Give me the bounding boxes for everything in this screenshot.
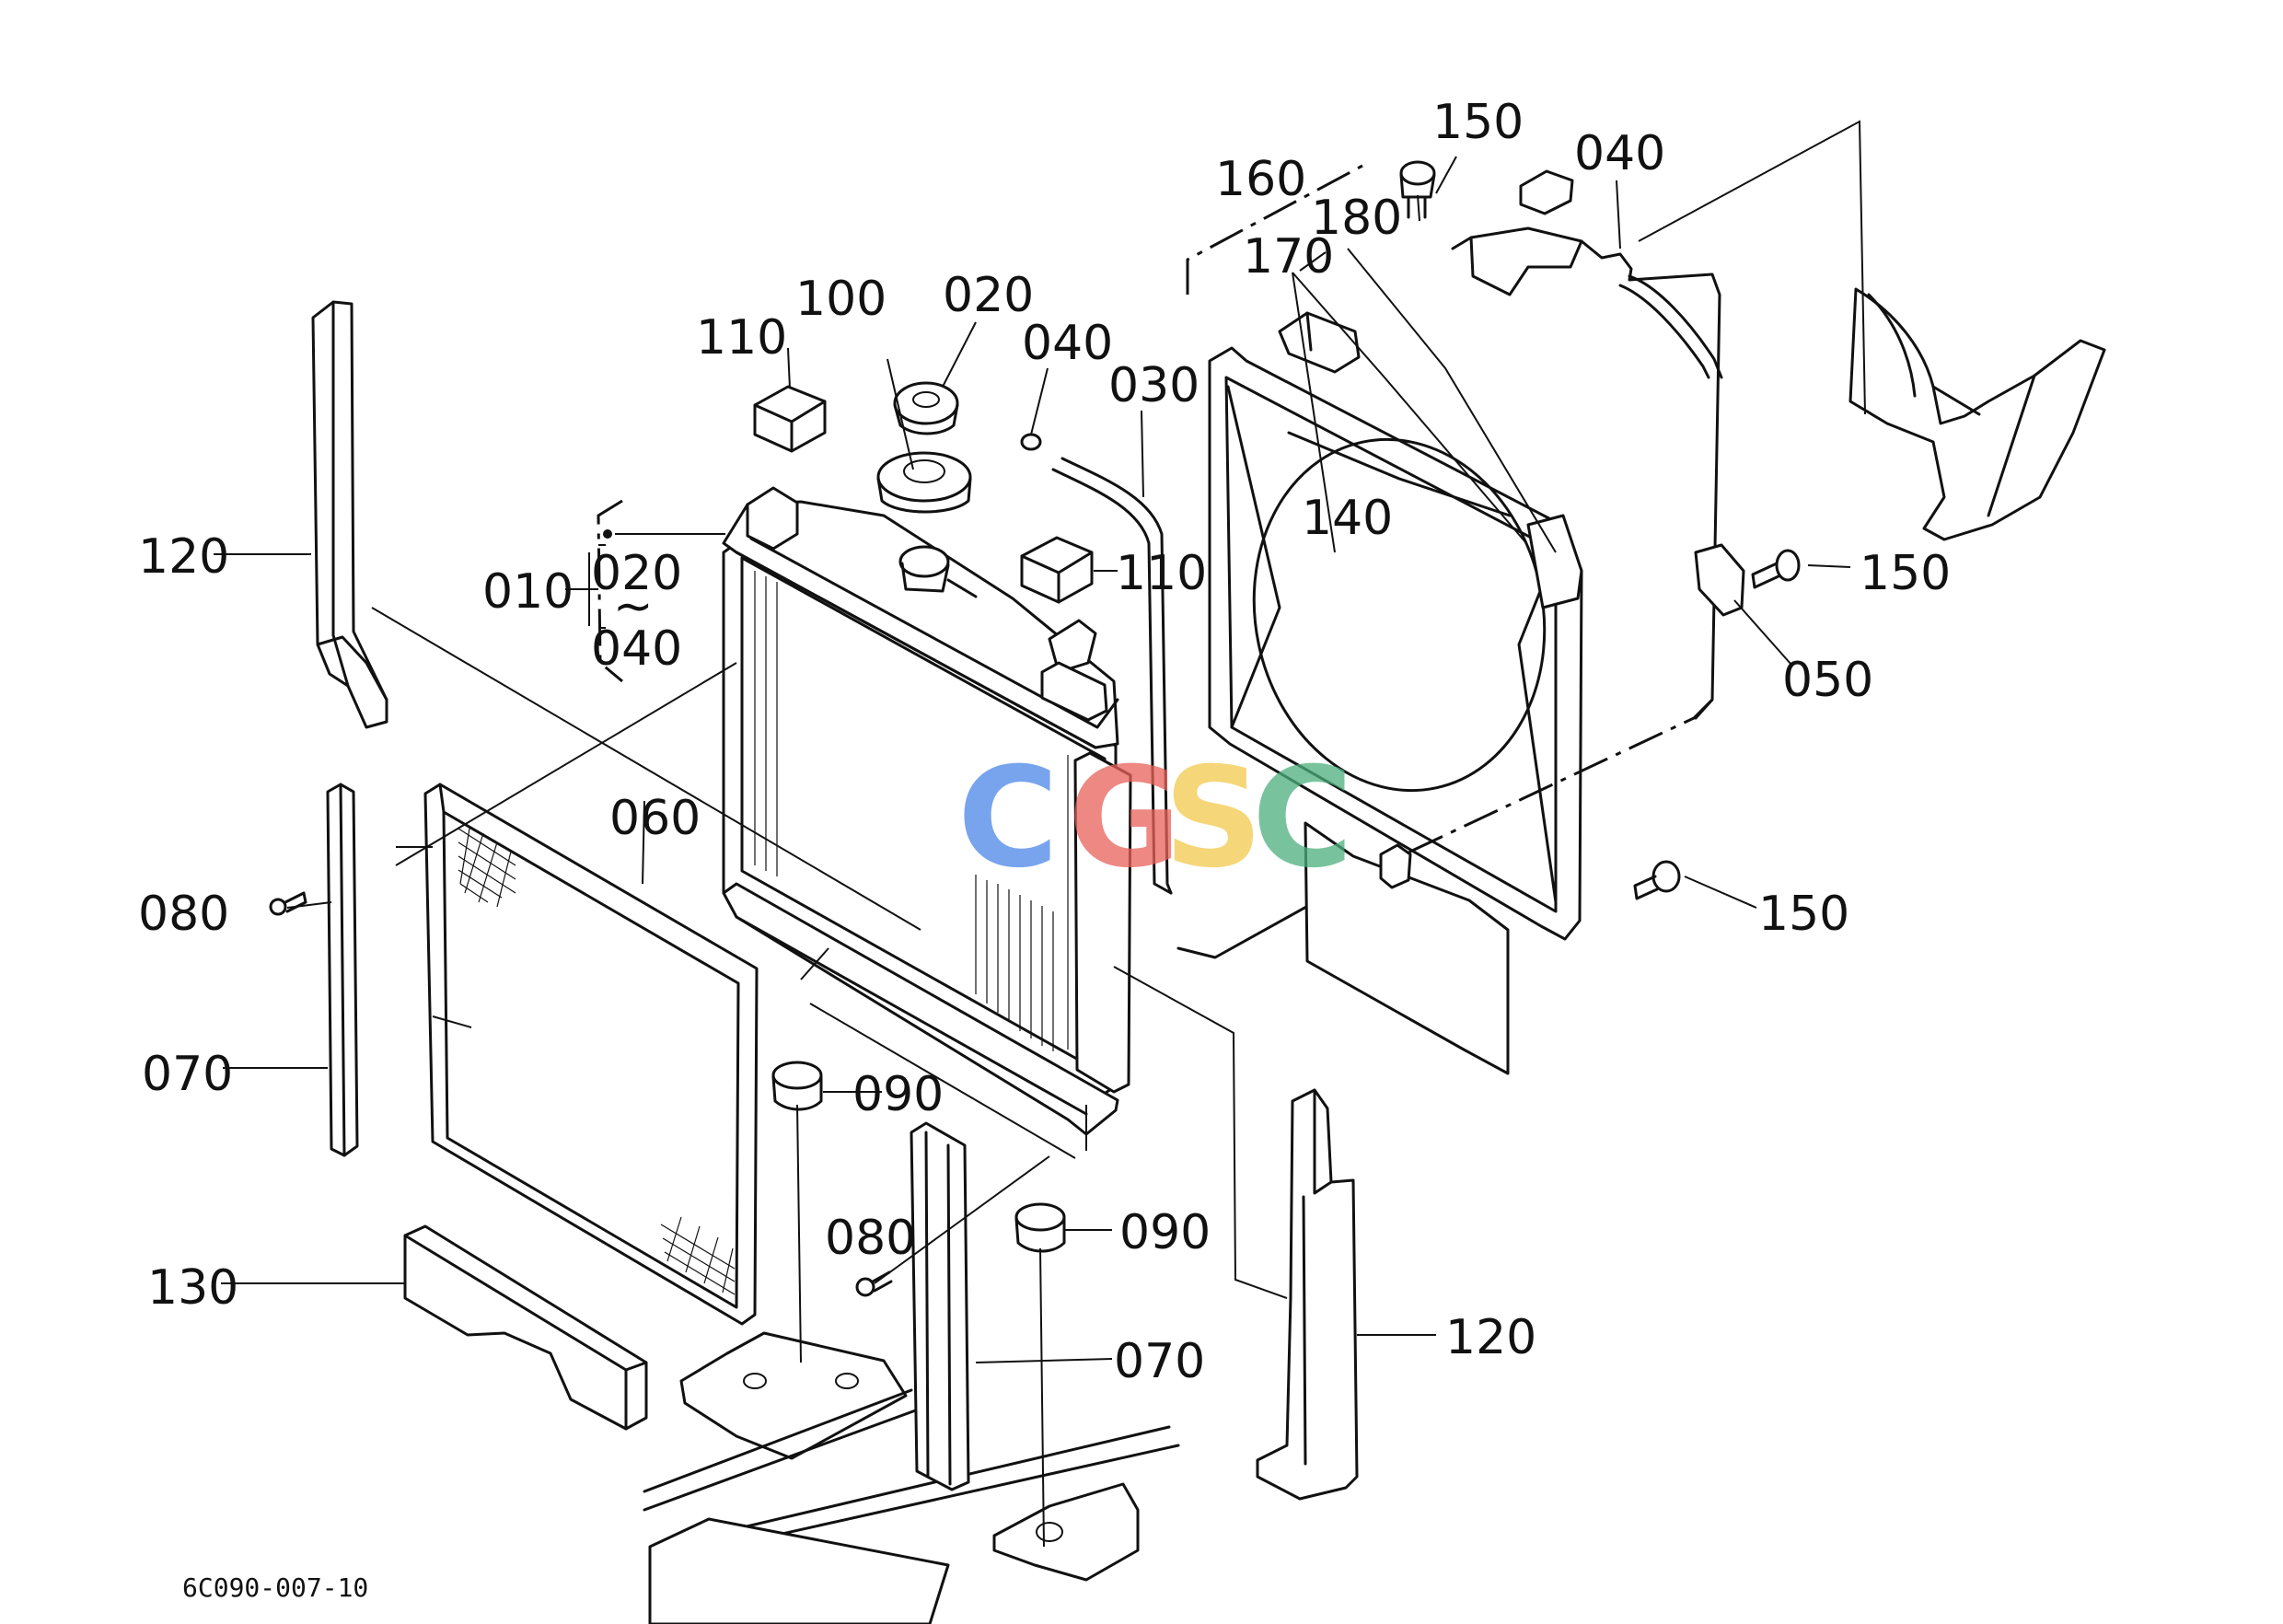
callout-150-lower: 150 — [1758, 887, 1849, 942]
overflow-hose-030 — [1051, 457, 1173, 895]
callout-150-right: 150 — [1860, 546, 1951, 601]
callout-150-top: 150 — [1432, 95, 1524, 150]
fan-shroud-140 — [1208, 311, 1583, 941]
seal-strip-left — [326, 783, 359, 1157]
shroud-upper-160 — [1176, 164, 1723, 959]
rubber-block-110-left — [753, 385, 827, 453]
leader-lines — [214, 120, 1866, 1548]
callout-040-range: 040 — [591, 621, 682, 677]
cap-cover-100 — [876, 451, 972, 514]
bolt-150-top — [1399, 160, 1436, 219]
seal-strip-right — [910, 1121, 970, 1491]
callout-060: 060 — [609, 791, 701, 846]
rubber-mount-090-b — [1014, 1202, 1066, 1253]
callout-050: 050 — [1782, 653, 1873, 708]
callout-080-lower: 080 — [825, 1211, 916, 1266]
watermark-letter: S — [1164, 738, 1263, 899]
base-frame — [643, 1331, 1180, 1624]
callout-080-left: 080 — [138, 887, 229, 942]
rubber-block-110-right — [1020, 536, 1094, 604]
rubber-mount-090-a — [771, 1061, 823, 1111]
callout-120-right: 120 — [1445, 1310, 1536, 1365]
callout-010: 010 — [482, 564, 574, 620]
screw-080-left — [269, 891, 307, 916]
radiator-cap-020 — [893, 381, 959, 435]
figure-code: 6C090-007-10 — [182, 1572, 368, 1603]
watermark-logo: C G S C — [957, 738, 1353, 899]
callout-040-right: 040 — [1574, 126, 1665, 181]
callout-090-lower: 090 — [1119, 1205, 1211, 1260]
watermark-letter: C — [957, 738, 1059, 899]
callout-170: 170 — [1243, 229, 1334, 284]
mount-bracket-right — [1848, 287, 2106, 541]
callout-070-lower: 070 — [1114, 1334, 1205, 1389]
callout-range-tilde: ~ — [613, 579, 654, 634]
callout-120-left: 120 — [138, 529, 229, 585]
callout-020: 020 — [943, 268, 1034, 323]
callout-040-left: 040 — [1022, 316, 1113, 371]
bracket-050 — [1694, 543, 1745, 617]
callout-070-left: 070 — [142, 1047, 233, 1102]
callout-160: 160 — [1215, 152, 1306, 207]
bottom-block-130 — [403, 1224, 648, 1431]
side-cover-left — [311, 300, 388, 729]
callout-090-upper: 090 — [852, 1067, 944, 1122]
callout-140: 140 — [1302, 491, 1393, 546]
callout-020-range: 020 — [591, 546, 682, 601]
hose-clamp-040 — [1020, 433, 1042, 451]
screen-frame — [423, 783, 759, 1326]
callout-110-left: 110 — [696, 310, 787, 365]
callout-130: 130 — [147, 1260, 238, 1316]
watermark-letter: C — [1252, 738, 1353, 899]
side-cover-right — [1256, 1088, 1359, 1501]
callout-030: 030 — [1108, 358, 1199, 413]
bolt-150-right — [1751, 549, 1801, 589]
callout-180: 180 — [1311, 191, 1402, 246]
hose-clamp-040-upper — [1519, 169, 1574, 215]
bolt-150-lower — [1633, 860, 1681, 900]
screw-080-lower — [855, 1270, 893, 1297]
callout-110-right: 110 — [1116, 546, 1207, 601]
callout-labels: 120 010 020 ~ 040 110 100 020 040 030 11… — [138, 95, 1951, 1389]
watermark-letter: G — [1068, 738, 1181, 899]
callout-100: 100 — [795, 272, 887, 327]
guard-plate — [1304, 821, 1510, 1075]
radiator-core — [722, 486, 1132, 1136]
